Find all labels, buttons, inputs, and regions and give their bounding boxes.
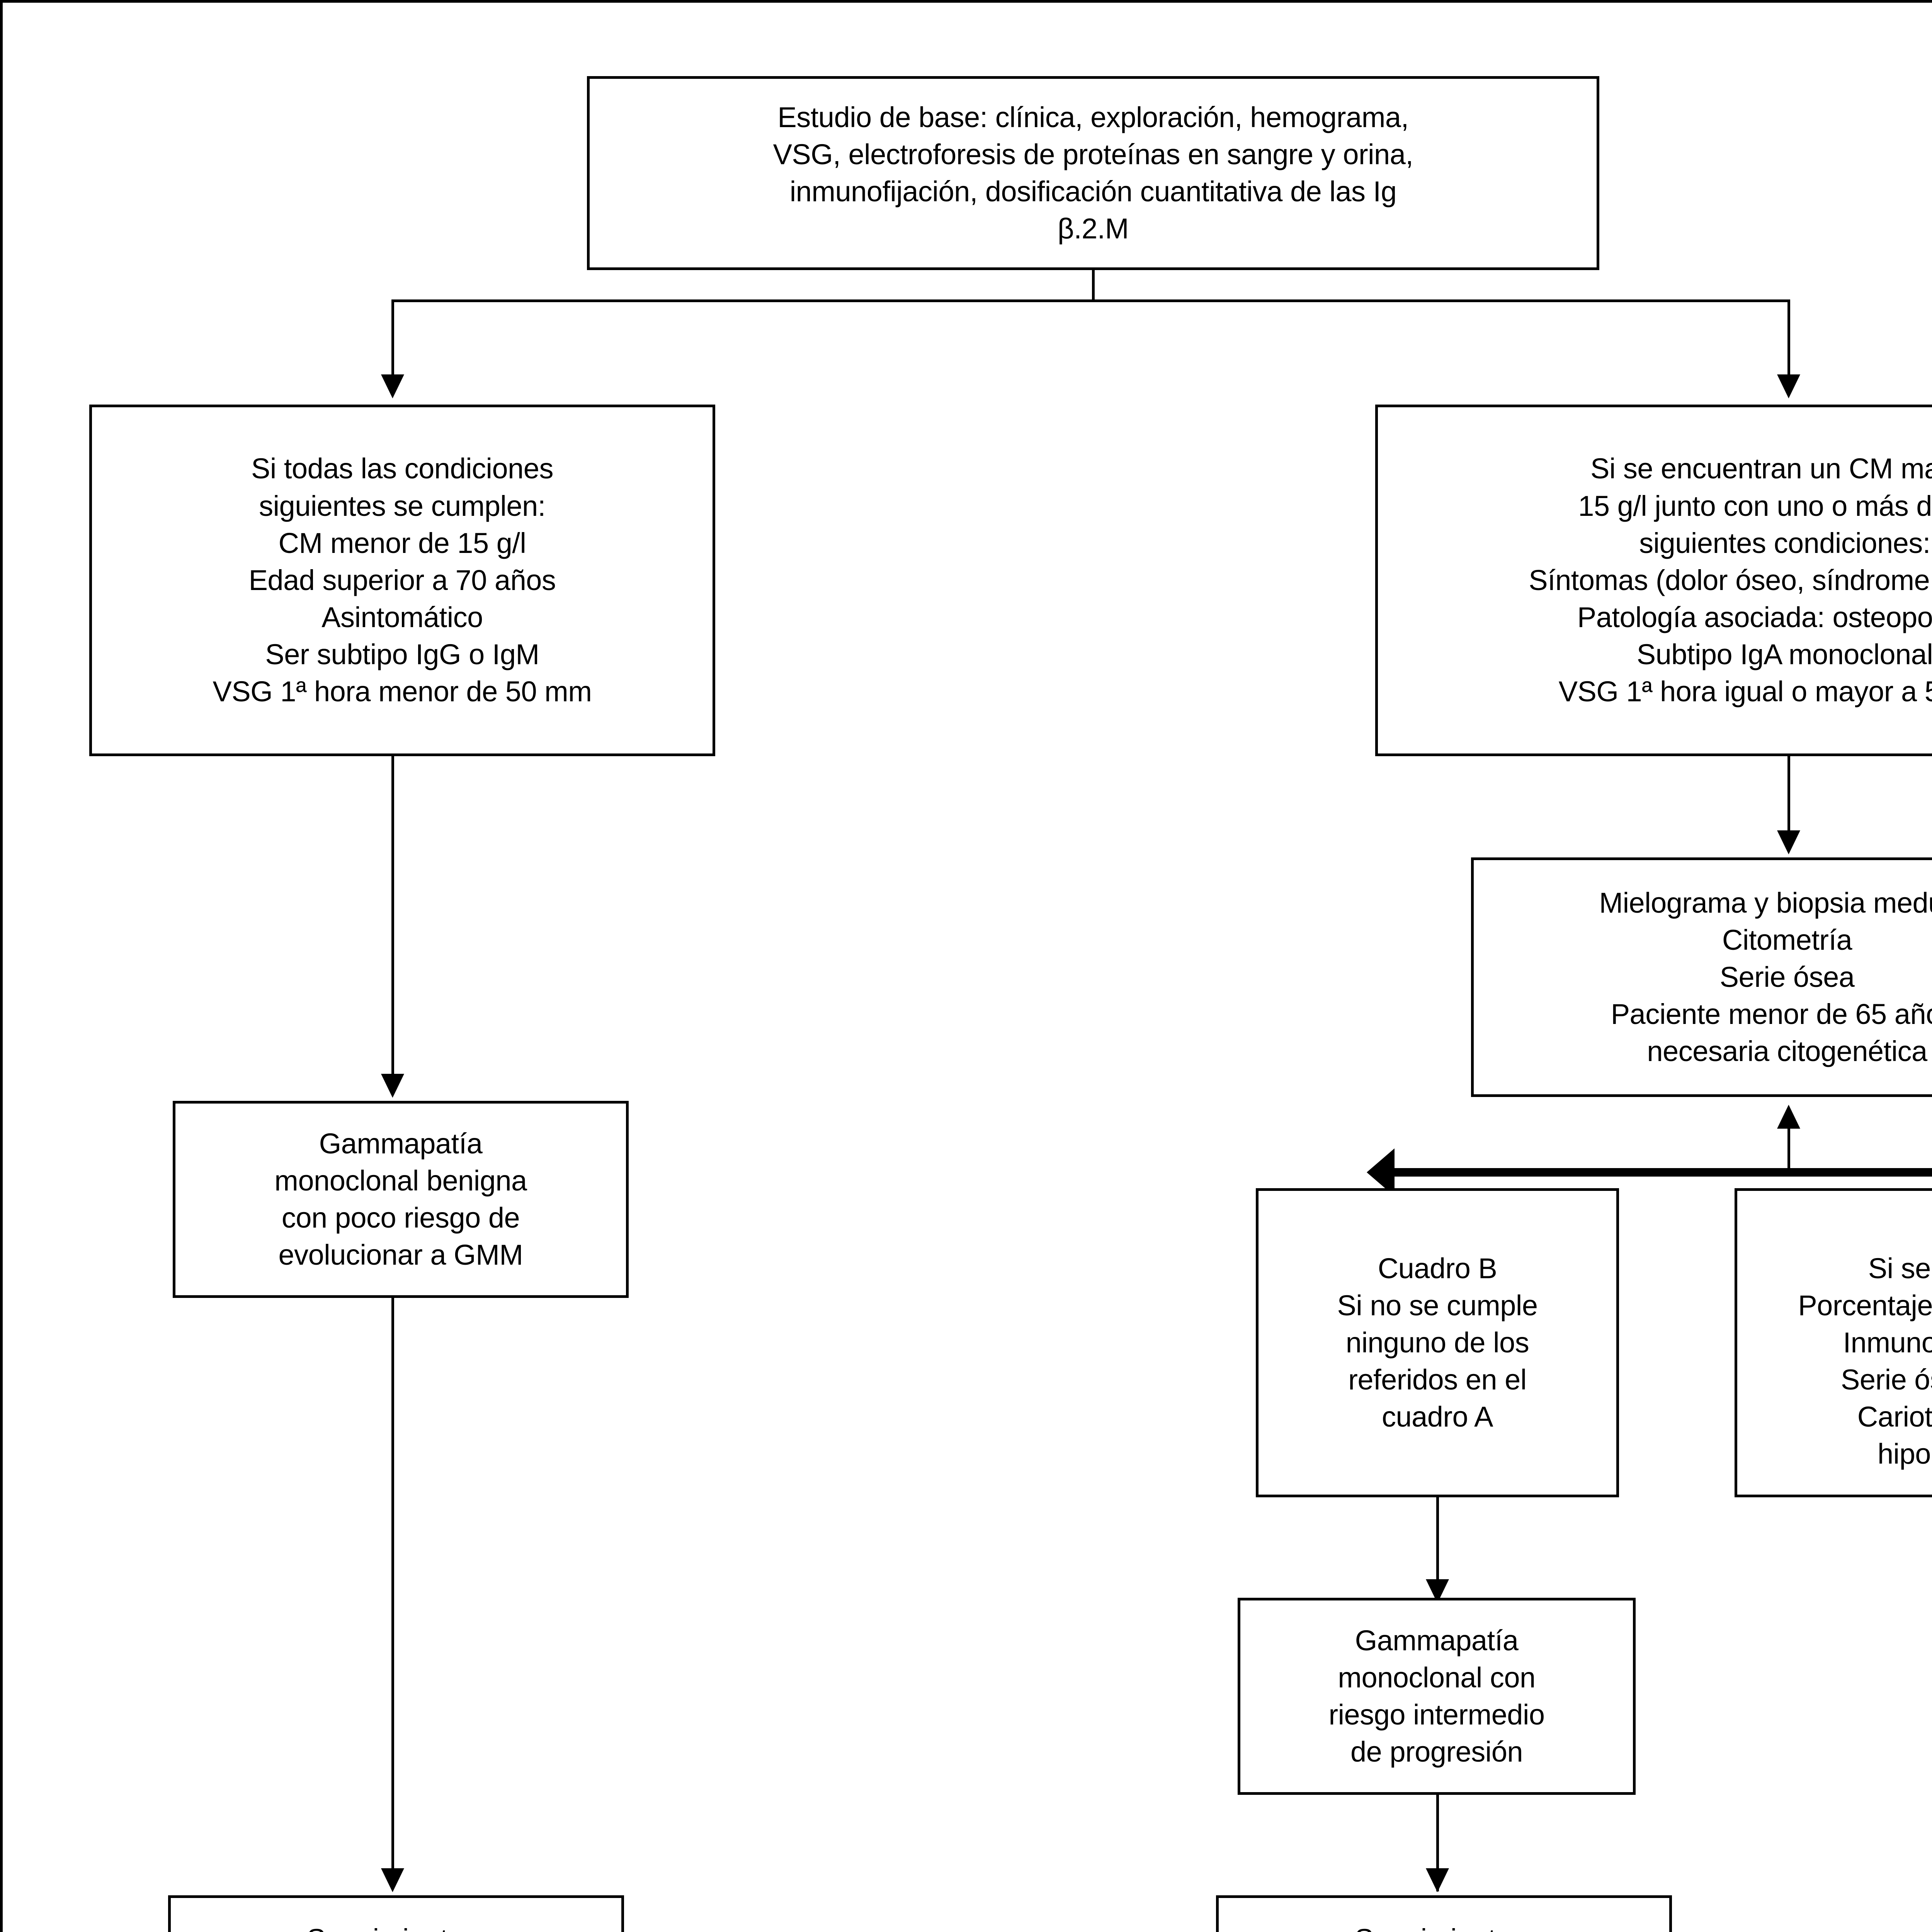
arrow-gmb-benigna-to-seguimiento-18 [381, 1868, 404, 1892]
connector-gmb-benigna-to-seguimiento-18 [391, 1298, 394, 1874]
node-condiciones-benignas: Si todas las condiciones siguientes se c… [89, 405, 715, 756]
arrow-benignas-to-gmb-benigna [381, 1074, 404, 1098]
node-mielograma-text: Mielograma y biopsia medular Citometría … [1599, 886, 1932, 1068]
arrow-riesgo-to-mielograma [1777, 830, 1800, 854]
node-cuadro-b: Cuadro B Si no se cumple ninguno de los … [1256, 1188, 1619, 1497]
node-cuadro-a: Cuadro A Si se encuentran uno o más: Por… [1735, 1188, 1932, 1497]
node-seguimiento-18-text: Seguimiento y estudio inmunoquímico en s… [171, 1921, 621, 1932]
connector-cuadros-crossbar [1395, 1168, 1932, 1177]
node-seguimiento-18: Seguimiento y estudio inmunoquímico en s… [168, 1895, 624, 1932]
node-condiciones-riesgo: Si se encuentran un CM mayor 15 g/l junt… [1375, 405, 1932, 756]
connector-gmb-intermedio-to-seguimiento-12 [1436, 1795, 1439, 1891]
node-cuadro-a-text: Cuadro A Si se encuentran uno o más: Por… [1798, 1252, 1932, 1470]
node-estudio-base-text: Estudio de base: clínica, exploración, h… [773, 101, 1413, 245]
connector-estudio-base-stem [1092, 270, 1095, 301]
node-gmb-benigna-text: Gammapatía monoclonal benigna con poco r… [274, 1127, 527, 1271]
node-gmb-intermedio: Gammapatía monoclonal con riesgo interme… [1238, 1598, 1636, 1795]
node-condiciones-riesgo-text: Si se encuentran un CM mayor 15 g/l junt… [1529, 452, 1932, 708]
arrow-estudio-base-to-benignas [381, 374, 404, 398]
node-seguimiento-12: Seguimiento y estudio inmunoquímico en s… [1216, 1895, 1672, 1932]
node-gmb-benigna: Gammapatía monoclonal benigna con poco r… [173, 1101, 629, 1298]
connector-estudio-base-right-drop [1787, 299, 1790, 377]
node-estudio-base: Estudio de base: clínica, exploración, h… [587, 76, 1599, 270]
arrow-estudio-base-to-riesgo [1777, 374, 1800, 398]
connector-benignas-to-gmb-benigna [391, 756, 394, 1077]
arrow-gmb-intermedio-to-seguimiento-12 [1426, 1868, 1449, 1892]
arrow-cuadros-to-mielograma [1777, 1105, 1800, 1129]
connector-estudio-base-left-drop [391, 299, 394, 377]
connector-estudio-base-crossbar [391, 299, 1790, 302]
connector-cuadro-b-to-gmb-intermedio [1436, 1497, 1439, 1605]
connector-riesgo-to-mielograma [1787, 756, 1790, 833]
node-cuadro-b-text: Cuadro B Si no se cumple ninguno de los … [1337, 1252, 1538, 1433]
node-seguimiento-12-text: Seguimiento y estudio inmunoquímico en s… [1219, 1921, 1669, 1932]
node-gmb-intermedio-text: Gammapatía monoclonal con riesgo interme… [1328, 1624, 1545, 1768]
node-condiciones-benignas-text: Si todas las condiciones siguientes se c… [213, 452, 592, 708]
node-mielograma: Mielograma y biopsia medular Citometría … [1471, 857, 1932, 1097]
connector-cuadros-stem [1787, 1126, 1790, 1172]
